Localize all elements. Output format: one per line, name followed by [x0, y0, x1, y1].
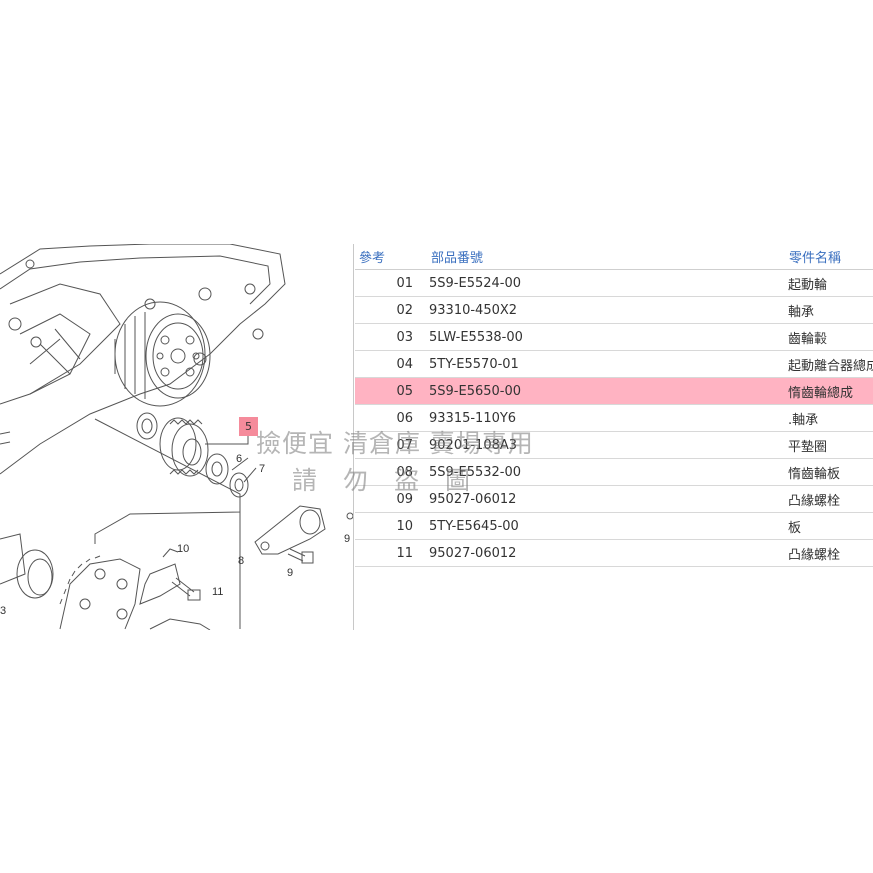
row-name: 凸緣螺栓 [785, 539, 873, 567]
row-name: 齒輪轂 [785, 323, 873, 351]
row-ref: 02 [355, 296, 427, 324]
row-name: 惰齒輪板 [785, 458, 873, 486]
table-row-selected[interactable]: 05 5S9-E5650-00 惰齒輪總成 [355, 377, 873, 405]
table-row[interactable]: 04 5TY-E5570-01 起動離合器總成 [355, 350, 873, 378]
callout-5-highlight[interactable]: 5 [239, 417, 258, 436]
row-name: 起動離合器總成 [785, 350, 873, 378]
row-ref: 07 [355, 431, 427, 459]
table-row[interactable]: 11 95027-06012 凸緣螺栓 [355, 539, 873, 567]
table-row[interactable]: 08 5S9-E5532-00 惰齒輪板 [355, 458, 873, 486]
row-part-no: 5TY-E5645-00 [427, 512, 785, 540]
row-name: 凸緣螺栓 [785, 485, 873, 513]
exploded-view-drawing: 6 7 8 9 9 10 11 3 [0, 244, 353, 630]
row-part-no: 5LW-E5538-00 [427, 323, 785, 351]
row-ref: 10 [355, 512, 427, 540]
row-ref: 03 [355, 323, 427, 351]
parts-list-panel: 參考 部品番號 零件名稱 01 5S9-E5524-00 起動輪 02 9331… [355, 244, 873, 630]
table-row[interactable]: 07 90201-108A3 平墊圈 [355, 431, 873, 459]
table-row[interactable]: 09 95027-06012 凸緣螺栓 [355, 485, 873, 513]
callout-9b: 9 [344, 533, 350, 545]
callout-8: 8 [238, 555, 244, 567]
row-name: 惰齒輪總成 [785, 377, 873, 405]
table-row[interactable]: 01 5S9-E5524-00 起動輪 [355, 269, 873, 297]
table-row[interactable]: 10 5TY-E5645-00 板 [355, 512, 873, 540]
table-header-row: 參考 部品番號 零件名稱 [355, 244, 873, 270]
table-row[interactable]: 06 93315-110Y6 .軸承 [355, 404, 873, 432]
row-part-no: 5S9-E5524-00 [427, 269, 785, 297]
row-name: 板 [785, 512, 873, 540]
row-ref: 11 [355, 539, 427, 567]
row-name: .軸承 [785, 404, 873, 432]
row-part-no: 5TY-E5570-01 [427, 350, 785, 378]
row-name: 軸承 [785, 296, 873, 324]
row-part-no: 5S9-E5650-00 [427, 377, 785, 405]
row-ref: 08 [355, 458, 427, 486]
row-ref: 09 [355, 485, 427, 513]
row-part-no: 90201-108A3 [427, 431, 785, 459]
row-name: 起動輪 [785, 269, 873, 297]
parts-diagram: 6 7 8 9 9 10 11 3 [0, 244, 353, 630]
row-part-no: 5S9-E5532-00 [427, 458, 785, 486]
row-ref: 01 [355, 269, 427, 297]
parts-table: 參考 部品番號 零件名稱 01 5S9-E5524-00 起動輪 02 9331… [355, 244, 873, 567]
callout-11: 11 [212, 586, 223, 598]
panel-divider [353, 244, 354, 630]
row-part-no: 95027-06012 [427, 539, 785, 567]
row-ref: 05 [355, 377, 427, 405]
header-ref: 參考 [355, 244, 427, 270]
row-ref: 06 [355, 404, 427, 432]
header-name: 零件名稱 [785, 244, 873, 270]
header-part-no: 部品番號 [427, 244, 785, 270]
callout-9a: 9 [287, 567, 293, 579]
row-ref: 04 [355, 350, 427, 378]
row-part-no: 93310-450X2 [427, 296, 785, 324]
table-row[interactable]: 02 93310-450X2 軸承 [355, 296, 873, 324]
table-row[interactable]: 03 5LW-E5538-00 齒輪轂 [355, 323, 873, 351]
callout-6: 6 [236, 453, 242, 465]
callout-3: 3 [0, 605, 6, 617]
row-part-no: 93315-110Y6 [427, 404, 785, 432]
row-name: 平墊圈 [785, 431, 873, 459]
callout-10: 10 [177, 543, 189, 555]
row-part-no: 95027-06012 [427, 485, 785, 513]
callout-7: 7 [259, 463, 265, 475]
